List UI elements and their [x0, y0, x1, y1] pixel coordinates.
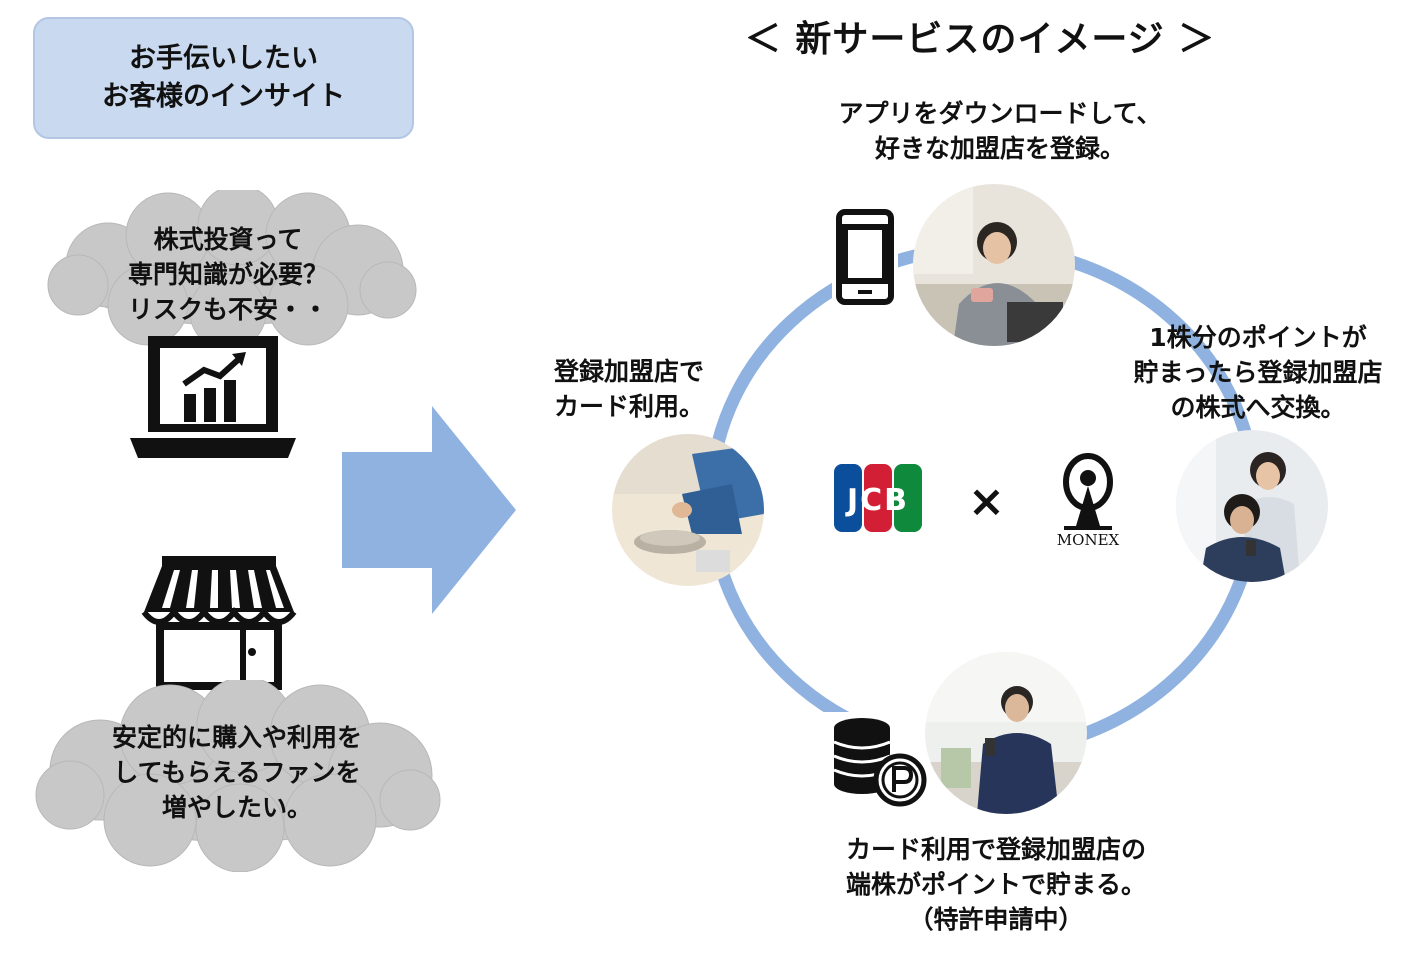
smartphone-icon: [832, 206, 898, 306]
page-title: ＜ 新サービスのイメージ ＞: [744, 19, 1216, 60]
thought-cloud-2: [35, 680, 441, 872]
insight-box-line2: お客様のインサイト: [102, 81, 345, 112]
jcb-logo-text: JCB: [845, 483, 909, 518]
arrow-right-icon: [342, 406, 516, 614]
cloud-1-line2: 専門知識が必要？: [127, 260, 328, 289]
step-right-caption: 1株分のポイントが 貯まったら登録加盟店 の株式へ交換。: [1108, 320, 1408, 425]
step-bottom-line1: カード利用で登録加盟店の: [845, 835, 1146, 864]
cloud-2-text: 安定的に購入や利用を してもらえるファンを 増やしたい。: [62, 720, 412, 825]
cloud-2-line1: 安定的に購入や利用を: [111, 723, 362, 752]
step-top-caption: アプリをダウンロードして、 好きな加盟店を登録。: [780, 96, 1220, 166]
cloud-1-line3: リスクも不安・・: [127, 295, 328, 324]
insight-box: お手伝いしたい お客様のインサイト: [33, 17, 414, 139]
monex-logo-text: MONEX: [1057, 531, 1120, 548]
times-sign: ×: [968, 476, 1005, 527]
photo-card-use: [612, 434, 764, 586]
photo-point-accumulate: [925, 652, 1087, 814]
step-right-line1: 1株分のポイントが: [1149, 323, 1367, 352]
storefront-icon: [141, 556, 297, 690]
step-top-line2: 好きな加盟店を登録。: [874, 134, 1125, 163]
step-right-line3: の株式へ交換。: [1170, 393, 1346, 422]
monex-logo: MONEX: [1057, 453, 1120, 548]
jcb-logo: JCB: [834, 464, 922, 532]
cloud-2-line2: してもらえるファンを: [113, 758, 361, 787]
step-left-line2: カード利用。: [554, 392, 705, 421]
thought-cloud-1: [47, 190, 417, 350]
cloud-2-line3: 増やしたい。: [161, 793, 312, 822]
cloud-1-line1: 株式投資って: [153, 225, 303, 254]
photo-download-app: [913, 184, 1075, 346]
step-left-line1: 登録加盟店で: [554, 357, 705, 386]
photo-point-exchange: [1176, 430, 1328, 582]
coins-point-icon: [818, 712, 930, 814]
insight-box-line1: お手伝いしたい: [129, 43, 318, 74]
laptop-chart-icon: [130, 336, 296, 458]
cloud-1-text: 株式投資って 専門知識が必要？ リスクも不安・・: [78, 222, 378, 327]
step-bottom-line2: 端株がポイントで貯まる。: [845, 870, 1146, 899]
step-bottom-caption: カード利用で登録加盟店の 端株がポイントで貯まる。 （特許申請中）: [796, 832, 1196, 937]
step-left-caption: 登録加盟店で カード利用。: [554, 354, 754, 424]
step-right-line2: 貯まったら登録加盟店: [1133, 358, 1383, 387]
step-top-line1: アプリをダウンロードして、: [838, 99, 1162, 128]
step-bottom-line3: （特許申請中）: [908, 905, 1084, 934]
